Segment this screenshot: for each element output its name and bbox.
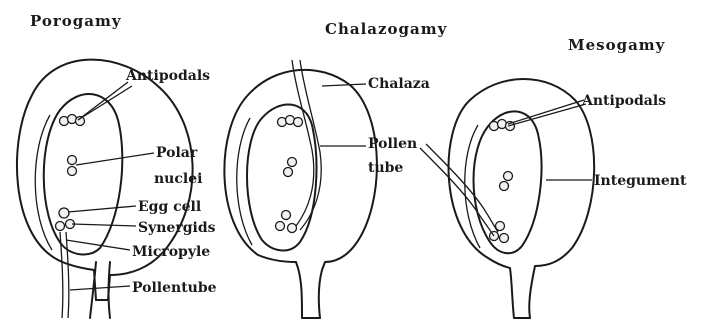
- pointer-antipodals: [78, 82, 128, 120]
- chalazogamy-ovule: [224, 60, 377, 318]
- label-pollen: Pollen: [368, 136, 417, 152]
- mesogamy-ovule: [420, 79, 594, 318]
- label-synergids: Synergids: [138, 220, 216, 236]
- porogamy-polar-nucleus: [68, 167, 77, 176]
- porogamy-polar-nucleus: [68, 156, 77, 165]
- porogamy-egg-cell: [59, 208, 69, 218]
- chalazogamy-pointers: [320, 84, 366, 146]
- chalazogamy-polar-nucleus: [288, 158, 297, 167]
- porogamy-synergid: [56, 222, 65, 231]
- porogamy-pollen-tube: [60, 232, 69, 318]
- label-egg-cell: Egg cell: [138, 199, 201, 215]
- label-integument: Integument: [594, 173, 687, 189]
- mesogamy-title: Mesogamy: [568, 36, 666, 54]
- chalazogamy-egg-cell: [282, 211, 291, 220]
- pointer-antipodals: [78, 86, 132, 120]
- mesogamy-integument: [449, 79, 595, 318]
- label-chalaza: Chalaza: [368, 76, 430, 92]
- chalazogamy-inner-line: [237, 118, 252, 245]
- pointer-antipodals: [508, 104, 586, 126]
- pointer-chalaza: [322, 84, 366, 86]
- porogamy-title: Porogamy: [30, 12, 122, 30]
- mesogamy-polar-nucleus: [500, 182, 509, 191]
- chalazogamy-antipodal-cell: [294, 118, 303, 127]
- label-polar: Polar: [156, 145, 198, 161]
- chalazogamy-synergid: [288, 224, 297, 233]
- mesogamy-synergid: [500, 234, 509, 243]
- chalazogamy-pollen-tube: [292, 60, 321, 230]
- label-pollentube: Pollentube: [132, 280, 217, 296]
- chalazogamy-polar-nucleus: [284, 168, 293, 177]
- pointer-egg: [68, 206, 136, 212]
- chalazogamy-title: Chalazogamy: [325, 20, 448, 38]
- pointer-synergids: [72, 224, 136, 226]
- label-micropyle: Micropyle: [132, 244, 210, 260]
- chalazogamy-synergid: [276, 222, 285, 231]
- label-antipodals: Antipodals: [581, 93, 666, 109]
- pointer-pollentube: [70, 286, 130, 290]
- pointer-polar: [76, 153, 154, 165]
- label-nuclei: nuclei: [154, 171, 202, 187]
- label-antipodals: Antipodals: [125, 68, 210, 84]
- mesogamy-polar-nucleus: [504, 172, 513, 181]
- label-tube: tube: [368, 160, 403, 176]
